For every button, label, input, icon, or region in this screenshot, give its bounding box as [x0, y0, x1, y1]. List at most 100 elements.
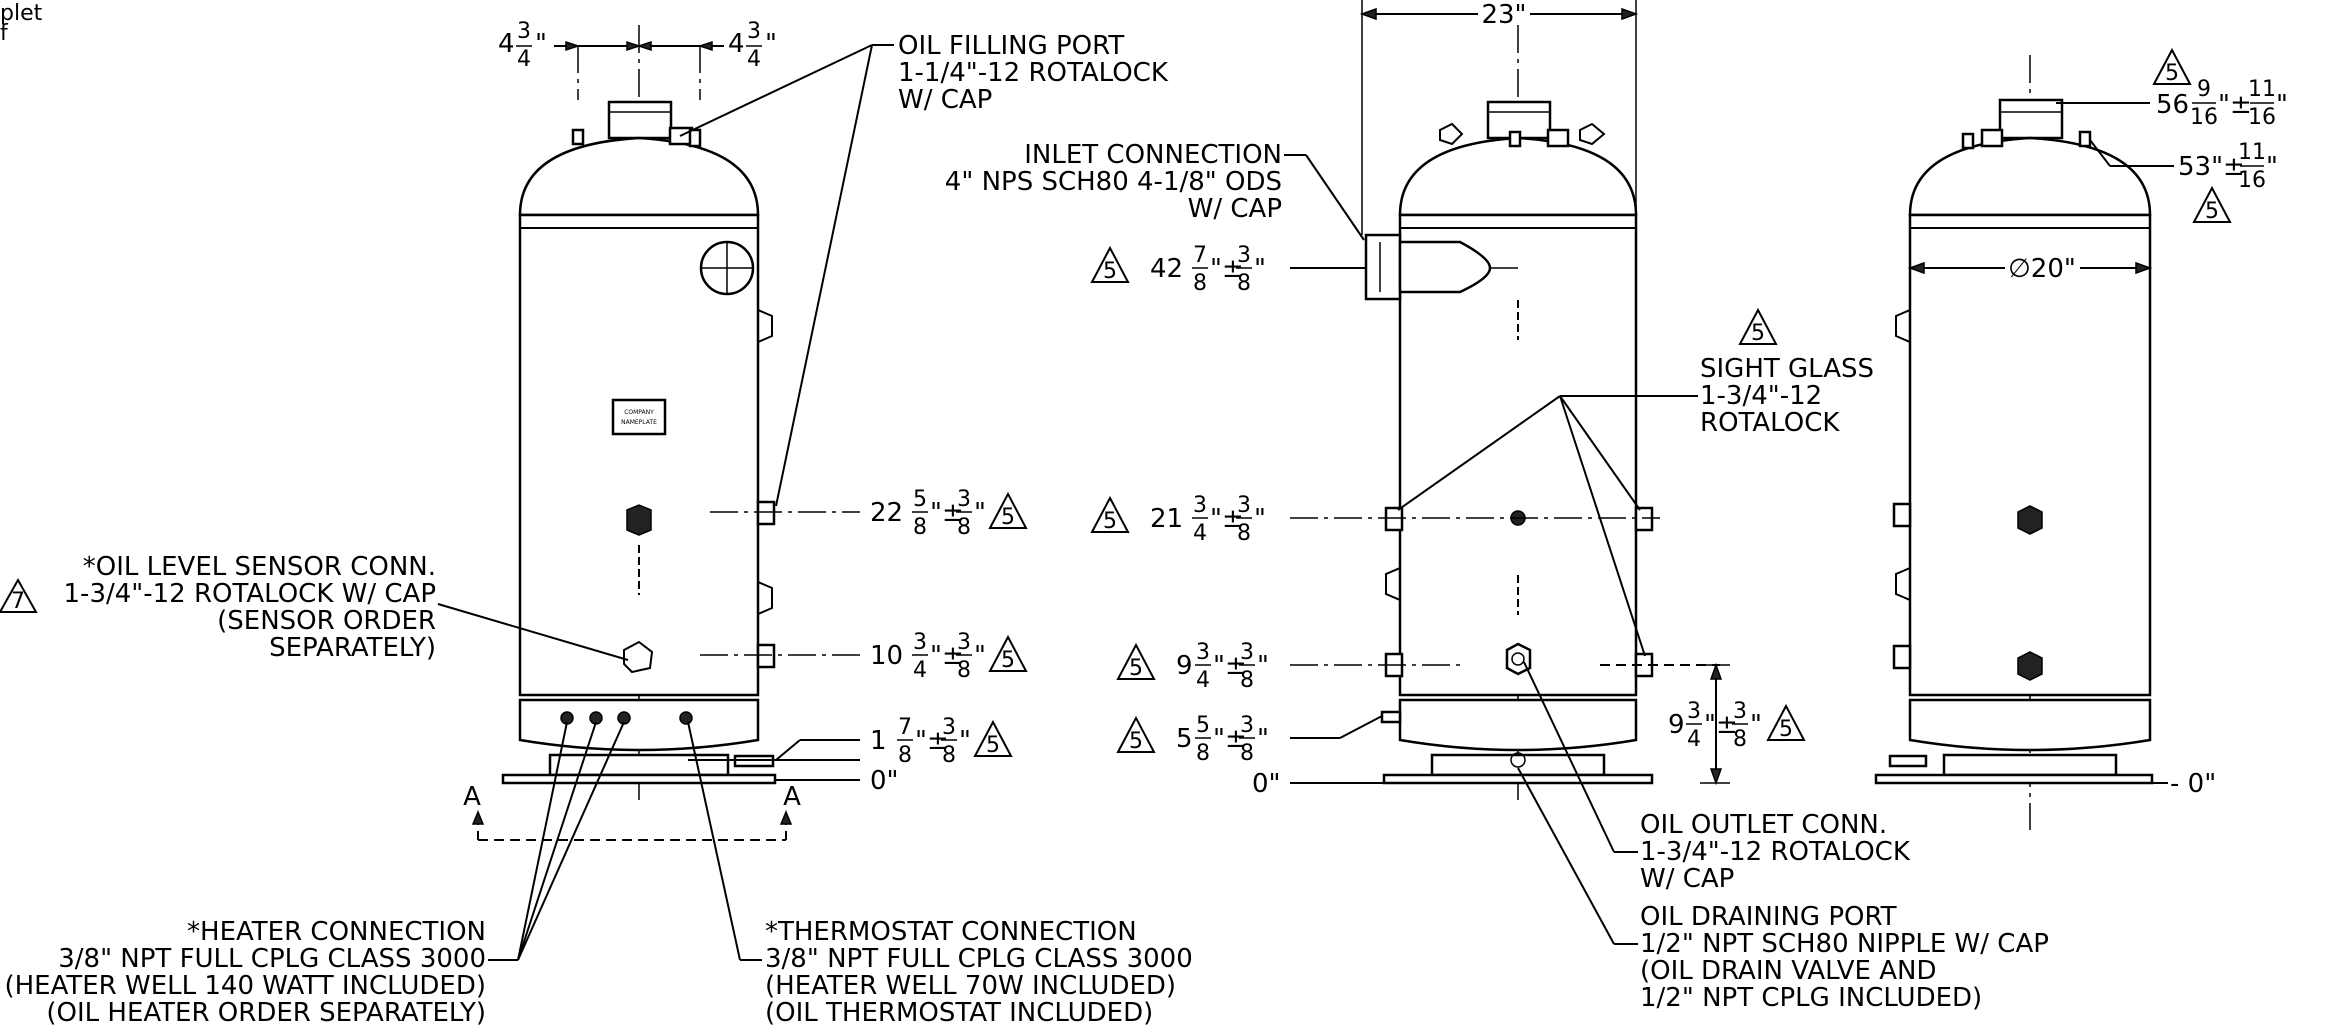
diameter-label: ∅20" [2008, 254, 2076, 284]
dim-10-den: 4 [913, 658, 927, 683]
dim-9r-tden: 8 [1733, 727, 1747, 752]
dim-5-den: 8 [1196, 741, 1210, 766]
right-dim-frac-unit: " [765, 29, 777, 59]
dim-1-tden: 8 [942, 743, 956, 768]
middle-view [1364, 25, 1654, 800]
dim-42-unit: " [1254, 254, 1266, 284]
left-side-dims: 22 5 8 "± 3 8 " 5 10 3 4 "± 3 8 " 5 1 7 … [688, 487, 1028, 796]
dim-9-tnum: 3 [1240, 640, 1254, 665]
dim-1-den: 8 [898, 743, 912, 768]
left-dim-zero: 0" [870, 766, 899, 796]
dim-22-tnum: 3 [957, 487, 971, 512]
dim-9r-tnum: 3 [1733, 699, 1747, 724]
dim-9-whole: 9 [1176, 651, 1193, 681]
middle-right-dim: 9 3 4 "± 3 8 " 5 [1600, 662, 1806, 786]
left-view: COMPANY NAMEPLATE [501, 25, 777, 800]
dim-9r-rev: 5 [1779, 717, 1793, 742]
heater-line-4: (OIL HEATER ORDER SEPARATELY) [46, 998, 486, 1026]
heater-line-2: 3/8" NPT FULL CPLG CLASS 3000 [58, 944, 486, 974]
inlet-line-3: W/ CAP [1188, 194, 1282, 224]
nameplate-line-2: NAMEPLATE [621, 419, 657, 426]
right-dim-frac-num: 3 [747, 19, 761, 44]
dim-42-num: 7 [1193, 243, 1207, 268]
dim-10-unit: " [974, 641, 986, 671]
dim-56-tol: "± [2218, 90, 2252, 120]
dim-22-num: 5 [913, 487, 927, 512]
dim-9-tol: "± [1213, 651, 1247, 681]
oil-outlet-callout: OIL OUTLET CONN. 1-3/4"-12 ROTALOCK W/ C… [1523, 661, 1911, 894]
oil-level-rev: 7 [11, 589, 25, 614]
left-dim-frac-den: 4 [517, 47, 531, 72]
thermostat-line-1: *THERMOSTAT CONNECTION [765, 917, 1137, 947]
dim-9-tden: 8 [1240, 668, 1254, 693]
oil-draining-line-1: OIL DRAINING PORT [1640, 902, 1897, 932]
oil-filling-port-callout: OIL FILLING PORT 1-1/4"-12 ROTALOCK W/ C… [679, 31, 1169, 507]
dim-42-tnum: 3 [1237, 243, 1251, 268]
dim-42-tden: 8 [1237, 271, 1251, 296]
dim-9-den: 4 [1196, 668, 1210, 693]
dim-9-num: 3 [1196, 640, 1210, 665]
dim-21-den: 4 [1193, 521, 1207, 546]
dim-53-tden: 16 [2238, 168, 2266, 193]
thermostat-line-2: 3/8" NPT FULL CPLG CLASS 3000 [765, 944, 1193, 974]
dim-22-tol: "± [930, 498, 964, 528]
right-view-dims: 5 56 9 16 "± 11 16 " 53"± 11 16 " 5 ∅20"… [1907, 47, 2288, 799]
corner-text-2: f [0, 21, 9, 46]
dim-5-unit: " [1257, 724, 1269, 754]
dim-1-num: 7 [898, 715, 912, 740]
dim-53-whole: 53"± [2178, 152, 2245, 182]
dim-21-tden: 8 [1237, 521, 1251, 546]
dim-10-rev: 5 [1001, 648, 1015, 673]
dim-9-unit: " [1257, 651, 1269, 681]
dim-1-tol: "± [915, 726, 949, 756]
dim-56-tnum: 11 [2248, 77, 2276, 102]
oil-level-line-1: *OIL LEVEL SENSOR CONN. [83, 552, 436, 582]
dim-1-whole: 1 [870, 726, 887, 756]
section-a-left: A [463, 782, 481, 812]
dim-42-tol: "± [1210, 254, 1244, 284]
oil-level-sensor-callout: *OIL LEVEL SENSOR CONN. 1-3/4"-12 ROTALO… [0, 552, 629, 663]
dim-10-whole: 10 [870, 641, 903, 671]
dim-22-tden: 8 [957, 515, 971, 540]
oil-draining-line-4: 1/2" NPT CPLG INCLUDED) [1640, 983, 1982, 1013]
dim-5-tnum: 3 [1240, 713, 1254, 738]
inlet-line-2: 4" NPS SCH80 4-1/8" ODS [945, 167, 1282, 197]
oil-filling-port-line-2: 1-1/4"-12 ROTALOCK [898, 58, 1169, 88]
dim-21-tnum: 3 [1237, 493, 1251, 518]
dim-21-num: 3 [1193, 493, 1207, 518]
dim-42-den: 8 [1193, 271, 1207, 296]
inlet-line-1: INLET CONNECTION [1024, 140, 1282, 170]
width-23-label: 23" [1481, 0, 1526, 30]
oil-filling-port-line-3: W/ CAP [898, 85, 992, 115]
dim-9r-tol: "± [1704, 710, 1738, 740]
oil-level-line-3: (SENSOR ORDER [217, 606, 436, 636]
oil-level-line-4: SEPARATELY) [269, 633, 436, 663]
dim-9r-whole: 9 [1668, 710, 1685, 740]
sight-glass-line-3: ROTALOCK [1700, 408, 1840, 438]
dim-53-rev: 5 [2205, 199, 2219, 224]
section-a-marker: A A [463, 782, 801, 841]
dim-5-tol: "± [1213, 724, 1247, 754]
inlet-connection-callout: INLET CONNECTION 4" NPS SCH80 4-1/8" ODS… [945, 140, 1365, 241]
dim-1-rev: 5 [986, 733, 1000, 758]
heater-line-1: *HEATER CONNECTION [187, 917, 486, 947]
dim-5-tden: 8 [1240, 741, 1254, 766]
dim-10-tden: 8 [957, 658, 971, 683]
heater-line-3: (HEATER WELL 140 WATT INCLUDED) [4, 971, 486, 1001]
thermostat-connection-callout: *THERMOSTAT CONNECTION 3/8" NPT FULL CPL… [687, 721, 1193, 1026]
left-dim-frac-num: 3 [517, 19, 531, 44]
dim-22-den: 8 [913, 515, 927, 540]
dim-21-rev: 5 [1103, 509, 1117, 534]
dim-56-whole: 56 [2156, 90, 2189, 120]
middle-left-dims: 5 42 7 8 "± 3 8 " 5 21 3 4 "± 3 8 " 5 9 … [1090, 243, 1660, 799]
dim-5-num: 5 [1196, 713, 1210, 738]
oil-draining-line-2: 1/2" NPT SCH80 NIPPLE W/ CAP [1640, 929, 2049, 959]
oil-draining-callout: OIL DRAINING PORT 1/2" NPT SCH80 NIPPLE … [1517, 767, 2049, 1013]
sight-glass-rev: 5 [1751, 321, 1765, 346]
thermostat-line-4: (OIL THERMOSTAT INCLUDED) [765, 998, 1153, 1026]
dim-10-tnum: 3 [957, 630, 971, 655]
dim-21-whole: 21 [1150, 504, 1183, 534]
corner-text-1: plet [0, 1, 43, 26]
right-dim-frac-whole: 4 [728, 29, 745, 59]
section-a-right: A [783, 782, 801, 812]
